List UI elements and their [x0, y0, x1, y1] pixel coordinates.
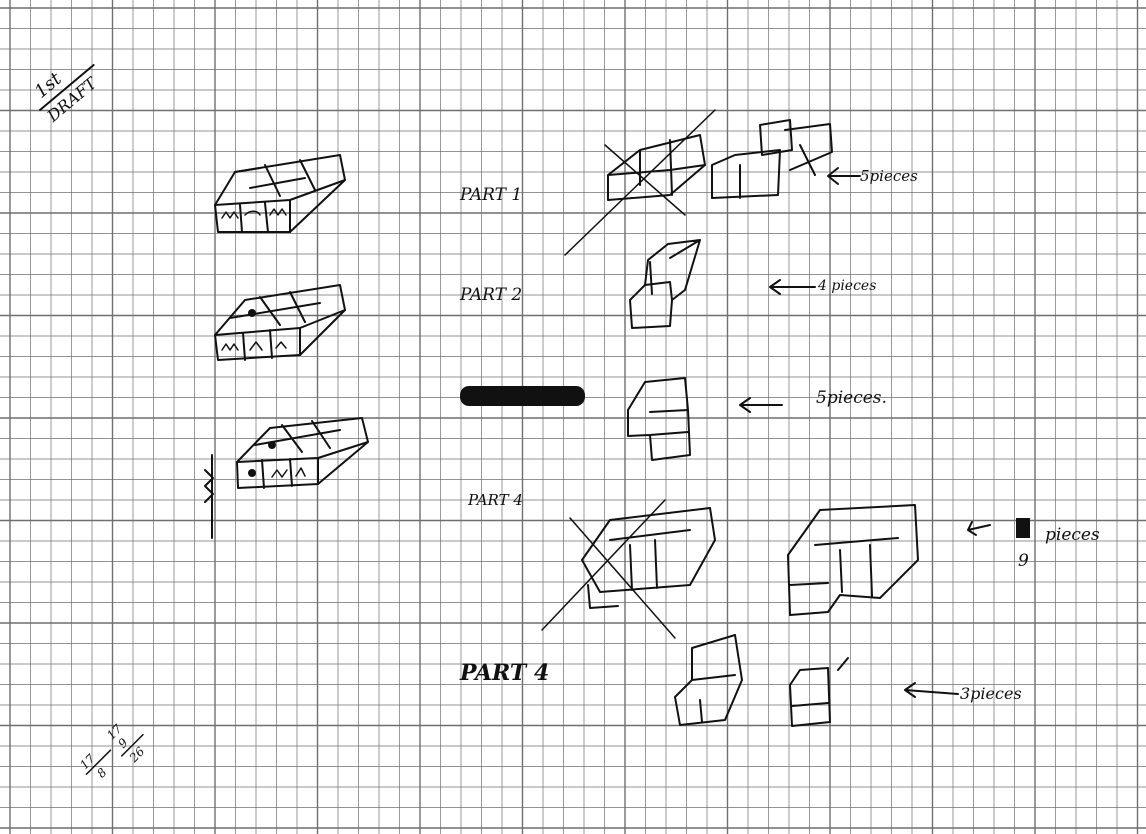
dot-marker-3 — [268, 441, 276, 449]
part-2-label: PART 2 — [459, 285, 522, 305]
count-row-3: 5pieces. — [816, 388, 887, 408]
assembled-cube-2 — [215, 285, 345, 360]
struck-digit — [1016, 518, 1030, 538]
arrow-row-1 — [828, 168, 860, 184]
part-4a-label: PART 4 — [467, 491, 523, 509]
count-row-4-word: pieces — [1045, 525, 1100, 545]
count-row-2: 4 pieces — [817, 278, 876, 294]
count-row-5: 3pieces — [960, 684, 1022, 703]
part-1-label: PART 1 — [459, 185, 522, 205]
arithmetic-tally: 17 8 17 9 26 — [74, 714, 155, 795]
part-4b-label: PART 4 — [459, 660, 549, 686]
arrow-row-3 — [740, 398, 782, 412]
assembled-cube-1 — [215, 155, 345, 232]
count-row-1: 5pieces — [860, 167, 918, 185]
tally-left-bottom: 8 — [94, 765, 110, 781]
arrow-row-2 — [770, 280, 815, 294]
row-3-piece — [628, 378, 690, 460]
row-5-piece-a — [675, 635, 742, 725]
dot-marker-2 — [248, 469, 256, 477]
arrow-row-5 — [905, 683, 958, 697]
pen-squiggle — [205, 455, 213, 538]
row-4-pieces — [788, 505, 918, 615]
row-5-piece-b — [790, 658, 848, 726]
dot-marker-1 — [248, 309, 256, 317]
assembled-cube-3 — [237, 418, 368, 488]
redacted-part-3-label — [460, 386, 585, 406]
draft-title: 1st DRAFT — [25, 47, 108, 127]
row-1-pieces — [712, 120, 832, 198]
count-row-4-number: 9 — [1018, 551, 1029, 571]
arrow-row-4 — [968, 522, 990, 535]
